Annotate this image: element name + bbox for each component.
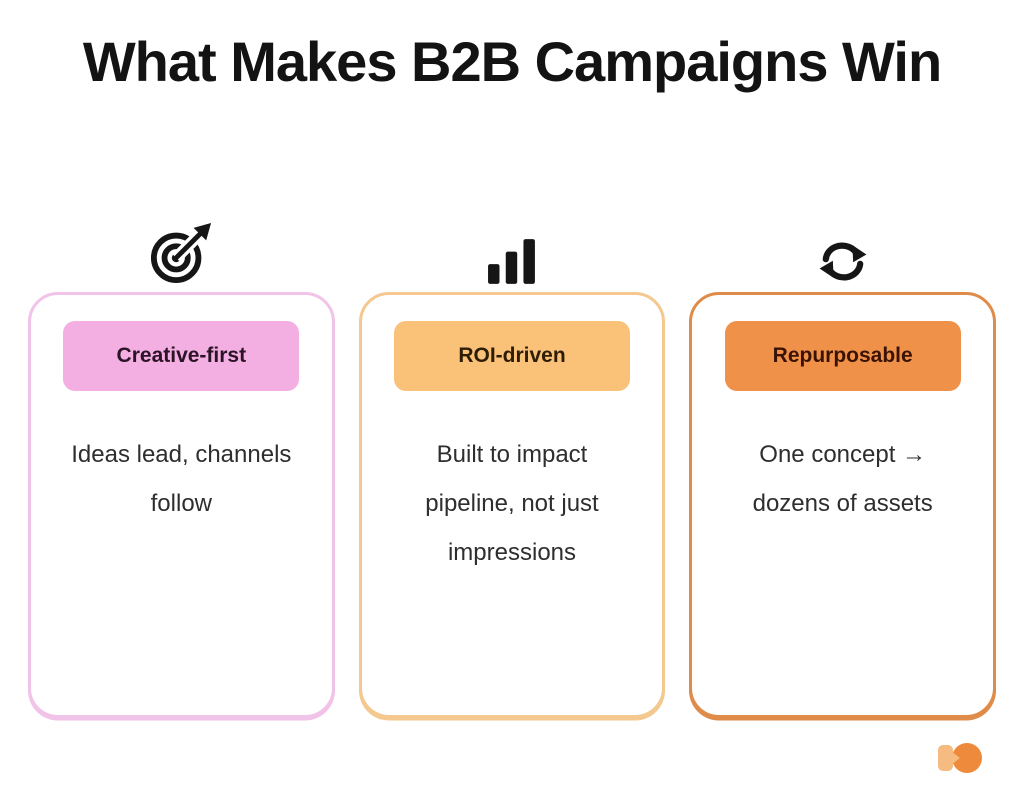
card-column-repurposable: Repurposable One concept → dozens of ass… — [689, 216, 997, 718]
target-icon — [150, 216, 212, 292]
brand-logo — [938, 742, 984, 774]
badge-creative-first: Creative-first — [63, 321, 300, 391]
card-creative-first: Creative-first Ideas lead, channels foll… — [28, 292, 335, 718]
cards-row: Creative-first Ideas lead, channels foll… — [28, 216, 997, 718]
card-repurposable: Repurposable One concept → dozens of ass… — [689, 292, 997, 718]
card-body-roi-driven: Built to impact pipeline, not just impre… — [425, 441, 599, 566]
refresh-icon — [818, 216, 868, 292]
card-roi-driven: ROI-driven Built to impact pipeline, not… — [358, 292, 666, 718]
logo-pill-shape — [938, 745, 953, 771]
card-column-creative-first: Creative-first Ideas lead, channels foll… — [28, 216, 335, 718]
slide: What Makes B2B Campaigns Win Creative-fi… — [0, 28, 1024, 796]
slide-title: What Makes B2B Campaigns Win — [82, 30, 942, 93]
card-body-creative-first: Ideas lead, channels follow — [71, 441, 292, 517]
bar-chart-icon — [487, 216, 537, 292]
badge-roi-driven: ROI-driven — [394, 321, 630, 391]
badge-repurposable: Repurposable — [724, 321, 961, 391]
card-column-roi-driven: ROI-driven Built to impact pipeline, not… — [358, 216, 666, 718]
card-body-repurposable: One concept → dozens of assets — [752, 441, 933, 517]
logo-arrow-notch — [951, 751, 960, 765]
